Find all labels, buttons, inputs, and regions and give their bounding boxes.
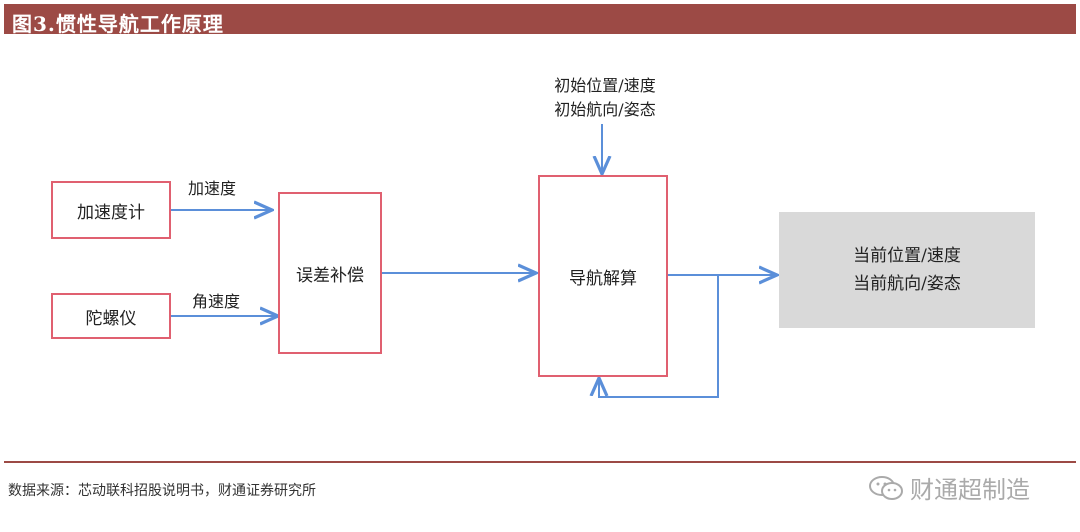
output-box: 当前位置/速度 当前航向/姿态 [779,212,1035,328]
gyroscope-box: 陀螺仪 [51,293,171,339]
angular-velocity-label: 角速度 [192,292,241,311]
current-heading-attitude: 当前航向/姿态 [853,274,961,294]
initial-heading-attitude: 初始航向/姿态 [554,100,656,119]
figure-title: 图3.惯性导航工作原理 [12,12,224,36]
initial-position-velocity: 初始位置/速度 [554,76,656,95]
watermark-text: 财通超制造 [910,476,1030,504]
acceleration-label: 加速度 [188,179,237,198]
arrow-feedback-loop [599,275,719,398]
data-source: 数据来源：芯动联科招股说明书，财通证券研究所 [8,483,316,499]
initial-state-label: 初始位置/速度 初始航向/姿态 [530,74,680,122]
watermark: 财通超制造 [868,470,1030,505]
navigation-solution-box: 导航解算 [538,175,668,377]
accelerometer-box: 加速度计 [51,181,171,239]
footer-divider [4,461,1076,463]
current-position-velocity: 当前位置/速度 [853,246,961,266]
error-compensation-box: 误差补偿 [278,192,382,354]
wechat-icon [869,475,903,500]
title-bar: 图3.惯性导航工作原理 [4,4,1076,36]
